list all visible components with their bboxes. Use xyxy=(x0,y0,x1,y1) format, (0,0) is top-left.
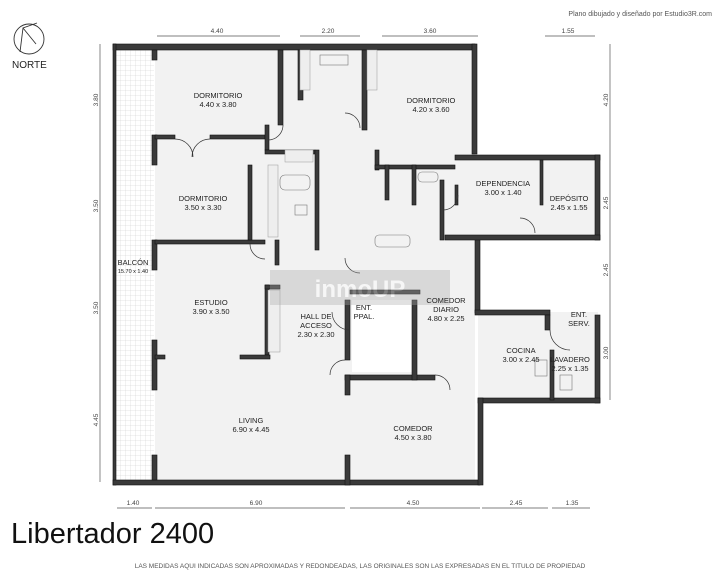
dimension-lines xyxy=(99,35,611,509)
room-dormitorio-3-size: 3.50 x 3.30 xyxy=(184,203,221,212)
dim-label: 3.60 xyxy=(424,28,437,35)
credit-text: Plano dibujado y diseñado por Estudio3R.… xyxy=(568,11,712,18)
room-comedor-diario-name-2: DIARIO xyxy=(433,305,459,314)
room-comedor-diario-size: 4.80 x 2.25 xyxy=(427,314,464,323)
dim-label: 4.45 xyxy=(93,413,100,426)
north-label: NORTE xyxy=(12,60,47,71)
dim-label: 6.90 xyxy=(250,500,263,507)
dim-label: 4.40 xyxy=(211,28,224,35)
dimensions-bottom: 1.40 6.90 4.50 2.45 1.35 xyxy=(127,500,579,507)
doors xyxy=(174,112,571,391)
watermark-text: inmoUP xyxy=(315,276,406,303)
floor-area xyxy=(116,48,598,483)
disclaimer-text: LAS MEDIDAS AQUI INDICADAS SON APROXIMAD… xyxy=(134,563,586,570)
page-title: Libertador 2400 xyxy=(11,518,215,550)
room-dependencia-size: 3.00 x 1.40 xyxy=(484,188,521,197)
dim-label: 4.20 xyxy=(603,93,610,106)
dim-label: 2.20 xyxy=(322,28,335,35)
room-hall-name: HALL DE xyxy=(301,312,332,321)
room-labels: DORMITORIO 4.40 x 3.80 DORMITORIO 4.20 x… xyxy=(118,91,590,442)
room-comedor-diario-name: COMEDOR xyxy=(426,296,466,305)
room-ent-serv-name-2: SERV. xyxy=(568,319,590,328)
watermark: inmoUP xyxy=(270,270,450,305)
room-ent-ppal-name: ENT. xyxy=(356,303,372,312)
dim-label: 2.45 xyxy=(603,196,610,209)
dim-label: 2.45 xyxy=(510,500,523,507)
bathroom-fixtures xyxy=(279,54,573,391)
room-hall-size: 2.30 x 2.30 xyxy=(297,330,334,339)
dimensions-top: 4.40 2.20 3.60 1.55 xyxy=(211,28,575,35)
room-lavadero-name: LAVADERO xyxy=(550,355,590,364)
walls xyxy=(112,43,601,486)
room-balcon-name: BALCÓN xyxy=(118,258,149,267)
room-comedor-size: 4.50 x 3.80 xyxy=(394,433,431,442)
dim-label: 2.45 xyxy=(603,263,610,276)
balcony-floor xyxy=(116,48,154,482)
room-comedor-name: COMEDOR xyxy=(393,424,433,433)
room-cocina-size: 3.00 x 2.45 xyxy=(502,355,539,364)
room-deposito-size: 2.45 x 1.55 xyxy=(550,203,587,212)
room-cocina-name: COCINA xyxy=(506,346,535,355)
room-lavadero-size: 2.25 x 1.35 xyxy=(551,364,588,373)
room-balcon-size: 15.70 x 1.40 xyxy=(118,269,148,275)
room-dormitorio-1-name: DORMITORIO xyxy=(194,91,243,100)
room-dormitorio-2-size: 4.20 x 3.60 xyxy=(412,105,449,114)
room-hall-name-2: ACCESO xyxy=(300,321,332,330)
room-living-size: 6.90 x 4.45 xyxy=(232,425,269,434)
room-living-name: LIVING xyxy=(239,416,264,425)
room-ent-ppal-name-2: PPAL. xyxy=(354,312,375,321)
dim-label: 1.55 xyxy=(562,28,575,35)
dim-label: 3.00 xyxy=(603,346,610,359)
room-deposito-name: DEPÓSITO xyxy=(550,194,589,203)
dim-label: 3.80 xyxy=(93,93,100,106)
stairs xyxy=(267,49,378,353)
room-estudio-name: ESTUDIO xyxy=(194,298,228,307)
compass-icon xyxy=(13,22,45,55)
room-dormitorio-3-name: DORMITORIO xyxy=(179,194,228,203)
stairwell xyxy=(352,300,414,372)
room-ent-serv-name: ENT. xyxy=(571,310,587,319)
room-estudio-size: 3.90 x 3.50 xyxy=(192,307,229,316)
dimensions-left: 3.80 3.50 3.50 4.45 xyxy=(93,93,100,426)
dim-label: 4.50 xyxy=(407,500,420,507)
room-dependencia-name: DEPENDENCIA xyxy=(476,179,530,188)
dim-label: 1.40 xyxy=(127,500,140,507)
dim-label: 1.35 xyxy=(566,500,579,507)
room-dormitorio-1-size: 4.40 x 3.80 xyxy=(199,100,236,109)
dimensions-right: 4.20 2.45 2.45 3.00 xyxy=(603,93,610,359)
dim-label: 3.50 xyxy=(93,301,100,314)
dim-label: 3.50 xyxy=(93,199,100,212)
room-dormitorio-2-name: DORMITORIO xyxy=(407,96,456,105)
